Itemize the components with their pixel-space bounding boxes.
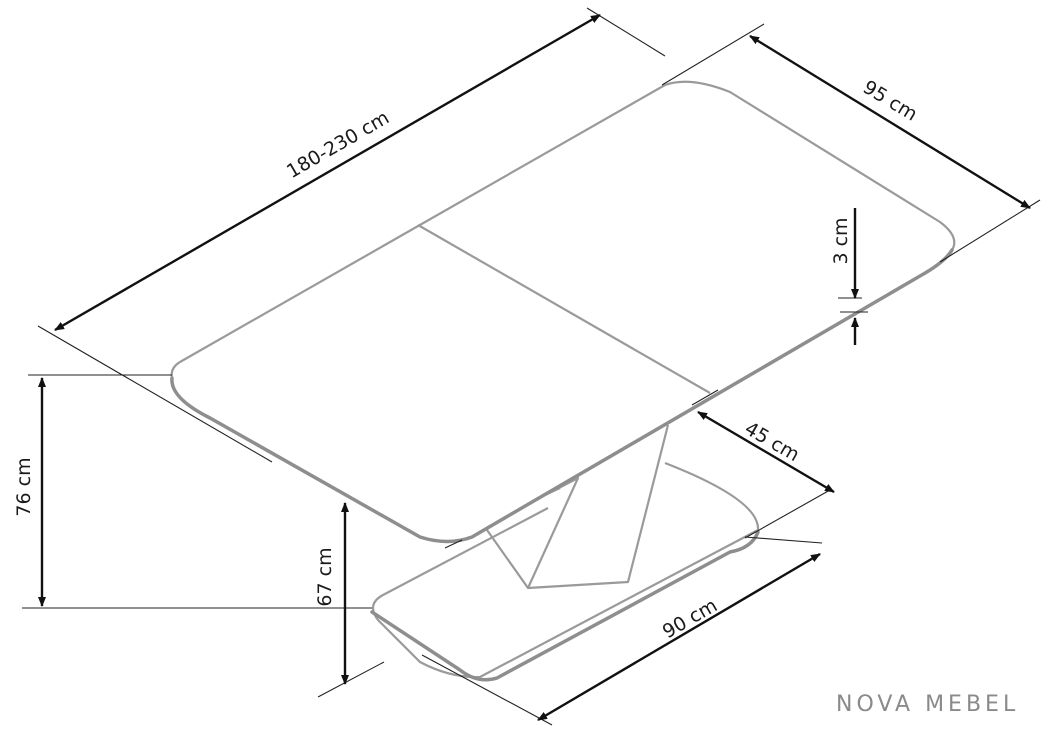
thickness-label: 3 cm xyxy=(830,217,852,264)
table-top xyxy=(170,80,956,544)
clearance-label: 67 cm xyxy=(314,547,336,606)
height-label: 76 cm xyxy=(13,457,35,516)
length-arrow xyxy=(54,13,601,332)
dimension-labels: 180-230 cm 95 cm 3 cm 76 cm 67 cm 45 cm … xyxy=(13,76,921,643)
extension-label: 45 cm xyxy=(741,417,803,466)
width-label: 95 cm xyxy=(859,76,921,125)
width-arrow xyxy=(749,34,1031,210)
base-length-label: 90 cm xyxy=(659,594,721,643)
dimension-arrows xyxy=(38,13,1031,722)
extension-split-line xyxy=(417,224,711,394)
extension-lines xyxy=(22,7,1041,726)
base-length-arrow xyxy=(537,552,821,722)
brand-logo-text: NOVA MEBEL xyxy=(836,692,1019,717)
extension-arrow xyxy=(697,410,835,494)
table-base xyxy=(370,461,760,682)
table-pedestal xyxy=(486,424,670,590)
